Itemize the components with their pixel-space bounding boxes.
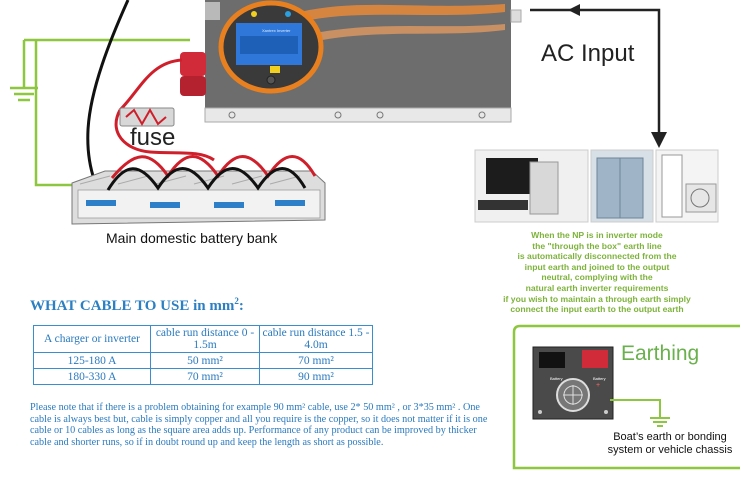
earth-note-line: natural earth inverter requirements xyxy=(525,282,669,293)
earth-note-line: neutral, complying with the xyxy=(541,272,653,283)
inverter-terminal-red xyxy=(180,52,206,96)
cable-title-suffix: : xyxy=(238,298,244,314)
earth-note-line: input earth and joined to the output xyxy=(524,261,670,272)
table-header-cell: A charger or inverter xyxy=(33,325,151,353)
table-row: 180-330 A 70 mm² 90 mm² xyxy=(33,368,373,385)
table-cell: 50 mm² xyxy=(150,352,260,369)
earth-note-line: if you wish to maintain a through earth … xyxy=(503,293,691,304)
earth-note-line: When the NP is in inverter mode xyxy=(531,230,663,240)
earthing-panel xyxy=(512,324,740,470)
svg-text:Battery: Battery xyxy=(550,376,563,381)
fuse-symbol xyxy=(119,107,175,127)
table-cell: 125-180 A xyxy=(33,352,151,369)
svg-text:Battery: Battery xyxy=(593,376,606,381)
cable-title-sup: 2 xyxy=(234,296,239,306)
ac-input-wiring xyxy=(530,8,661,138)
table-cell: 90 mm² xyxy=(259,368,373,385)
ground-symbol xyxy=(10,86,38,102)
earthing-title: Earthing xyxy=(621,342,700,365)
battery-bank xyxy=(71,155,326,225)
earth-mode-note: When the NP is in inverter mode the "thr… xyxy=(476,230,718,315)
earthing-ground-symbol xyxy=(650,417,670,427)
ac-input-arrow-head xyxy=(568,4,580,16)
earth-note-line: is automatically disconnected from the xyxy=(517,251,677,262)
ac-arrow-head xyxy=(651,132,667,148)
battery-bank-label: Main domestic battery bank xyxy=(106,230,278,246)
cable-note-paragraph: Please note that if there is a problem o… xyxy=(30,402,488,449)
earthing-wire xyxy=(610,399,661,418)
cable-size-table: A charger or inverter cable run distance… xyxy=(33,325,373,385)
table-header-cell: cable run distance 1.5 - 4.0m xyxy=(259,325,373,353)
fuse-label: fuse xyxy=(130,124,176,151)
cable-title-text: WHAT CABLE TO USE in mm xyxy=(30,298,235,314)
svg-text:Xantrex Inverter: Xantrex Inverter xyxy=(262,28,291,33)
table-header-row: A charger or inverter cable run distance… xyxy=(33,325,373,353)
table-cell: 70 mm² xyxy=(259,352,373,369)
svg-text:+: + xyxy=(596,382,600,389)
red-cable xyxy=(114,58,215,162)
earth-note-line: connect the input earth to the output ea… xyxy=(510,304,684,315)
cable-section-title: WHAT CABLE TO USE in mm2: xyxy=(30,296,244,315)
table-cell: 180-330 A xyxy=(33,368,151,385)
boat-earth-label: Boat’s earth or bonding system or vehicl… xyxy=(607,431,733,456)
inverter-unit: Xantrex Inverter xyxy=(204,0,522,123)
ac-input-label: AC Input xyxy=(541,40,635,67)
appliances-photos xyxy=(474,149,719,223)
inverter-small: Battery Battery + xyxy=(532,346,614,420)
table-row: 125-180 A 50 mm² 70 mm² xyxy=(33,352,373,369)
table-header-cell: cable run distance 0 - 1.5m xyxy=(150,325,260,353)
earth-note-line: the "through the box" earth line xyxy=(532,240,662,251)
table-cell: 70 mm² xyxy=(150,368,260,385)
